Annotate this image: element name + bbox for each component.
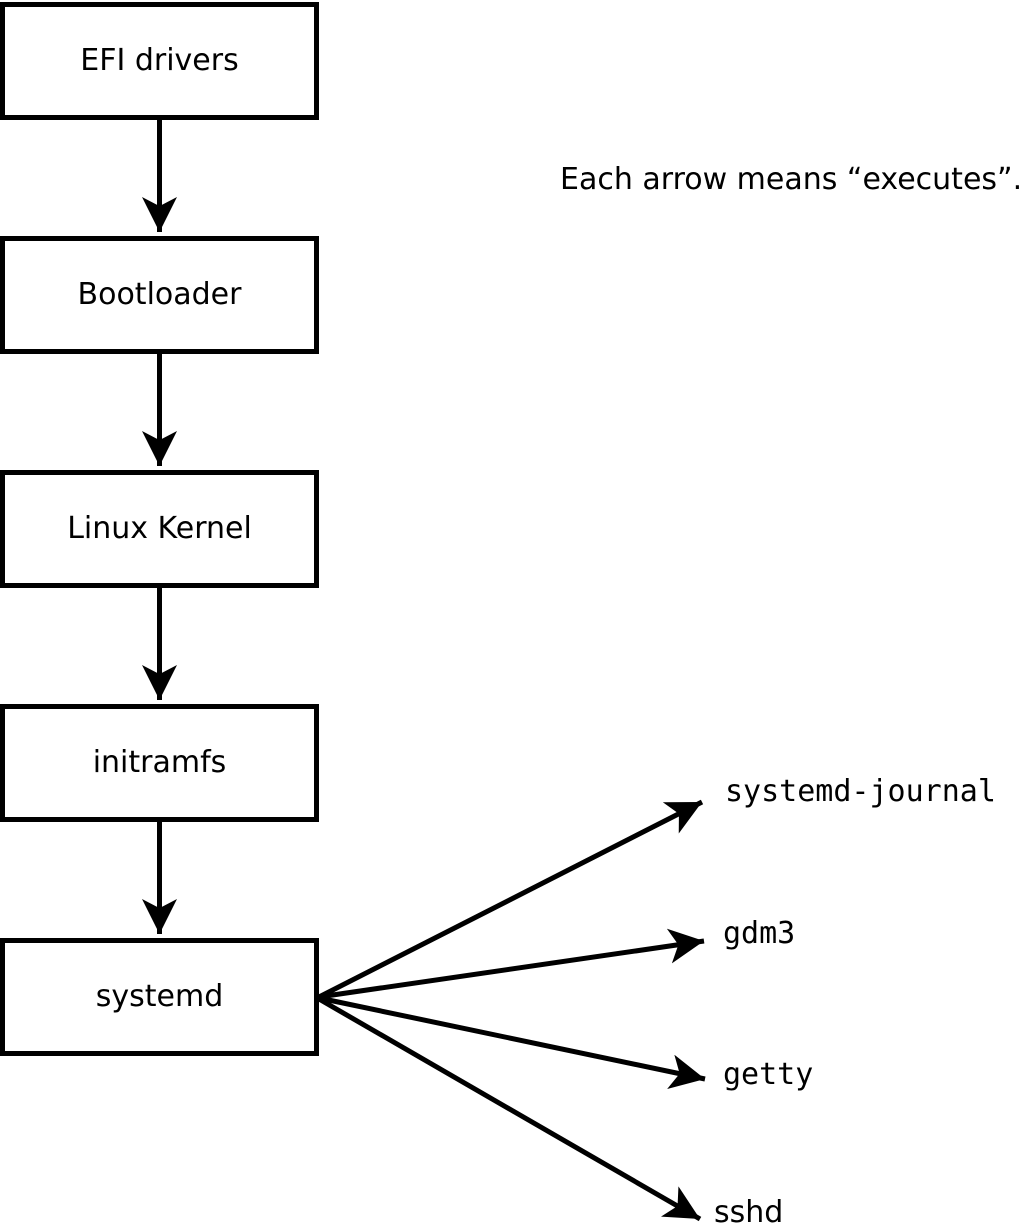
node-efi-drivers-label: EFI drivers (80, 43, 239, 78)
arrow-systemd-to-sshd (317, 996, 702, 1222)
label-systemd-journal: systemd-journal (725, 774, 996, 809)
node-systemd-label: systemd (95, 979, 224, 1014)
arrow-systemd-to-systemd-journal (317, 799, 704, 1000)
node-efi-drivers: EFI drivers (0, 2, 319, 120)
arrow-systemd-to-gdm3 (318, 928, 705, 1000)
legend-note: Each arrow means “executes”. (560, 162, 1023, 197)
node-linux-kernel-label: Linux Kernel (67, 511, 252, 546)
node-linux-kernel: Linux Kernel (0, 470, 319, 588)
label-getty: getty (723, 1057, 814, 1092)
node-bootloader-label: Bootloader (77, 277, 242, 312)
arrow-systemd-to-getty (318, 995, 706, 1089)
node-initramfs: initramfs (0, 704, 319, 822)
label-gdm3: gdm3 (723, 916, 796, 951)
node-bootloader: Bootloader (0, 236, 319, 354)
node-initramfs-label: initramfs (92, 745, 227, 780)
label-sshd: sshd (714, 1195, 784, 1230)
node-systemd: systemd (0, 938, 319, 1056)
